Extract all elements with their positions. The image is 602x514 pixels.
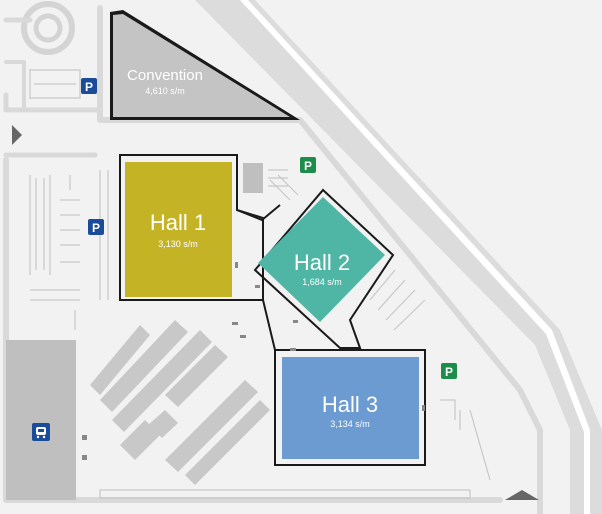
parking-stalls-bottom (99, 399, 491, 499)
parking-green-label-top: P (304, 159, 312, 173)
train-station-icon[interactable] (32, 423, 50, 441)
hall-3-name: Hall 3 (322, 392, 378, 417)
small-building-stalls (268, 169, 288, 187)
spiral-ramp (3, 1, 75, 55)
hall-3-shape (282, 357, 419, 459)
road-ramp (4, 60, 26, 110)
road-upper (3, 92, 103, 113)
arrow-icon-left (12, 125, 22, 145)
entrance-markers (82, 262, 425, 460)
parking-stalls-top (29, 69, 81, 99)
connector-hall1-hall2 (236, 204, 281, 222)
hall-1[interactable]: Hall 1 3,130 s/m (119, 154, 264, 301)
arrow-icon-bottom (505, 490, 539, 500)
hall-1-area: 3,130 s/m (158, 239, 198, 249)
parking-green-icon-top[interactable]: P (300, 157, 316, 173)
parking-blue-icon-left[interactable]: P (88, 219, 104, 235)
parking-stalls-left (29, 170, 109, 330)
parking-blue-icon-top[interactable]: P (81, 78, 97, 94)
hall-2-area: 1,684 s/m (302, 277, 342, 287)
hall-2-shape (258, 197, 385, 322)
parking-green-icon-right[interactable]: P (441, 363, 457, 379)
hall-3-area: 3,134 s/m (330, 419, 370, 429)
parking-blue-label-left: P (92, 221, 100, 235)
parking-lot-diagonal (90, 320, 270, 485)
hall-1-shape (125, 162, 232, 297)
parking-blue-label-top: P (85, 80, 93, 94)
hall-2[interactable]: Hall 2 1,684 s/m (253, 188, 395, 349)
convention-name: Convention (127, 67, 203, 84)
convention-hall[interactable]: Convention 4,610 s/m (110, 10, 300, 120)
hall-1-name: Hall 1 (150, 210, 206, 235)
road-inner (97, 5, 543, 514)
station-building (6, 340, 76, 500)
convention-area: 4,610 s/m (145, 86, 185, 96)
parking-green-label-right: P (445, 365, 453, 379)
convention-hall-shape (113, 14, 290, 117)
hall-3[interactable]: Hall 3 3,134 s/m (274, 349, 426, 466)
hall-2-name: Hall 2 (294, 250, 350, 275)
small-building (243, 163, 263, 193)
